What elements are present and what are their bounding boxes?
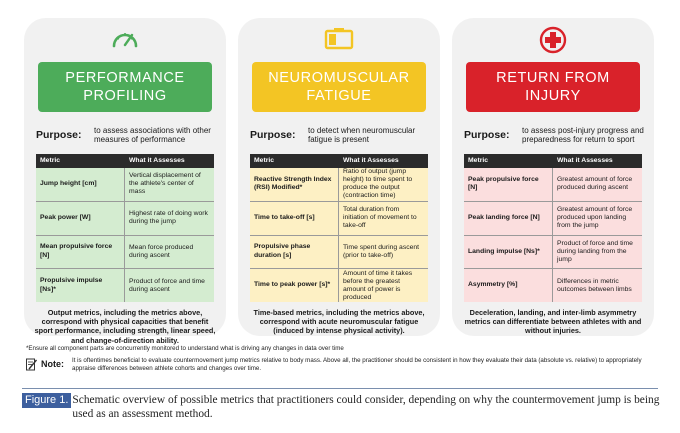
- footnote: *Ensure all component parts are concurre…: [26, 345, 344, 352]
- col-metric-header: Metric: [254, 157, 275, 164]
- assesses-cell: Total duration from initiation of moveme…: [343, 206, 417, 230]
- table-row: Asymmetry [%] Differences in metric outc…: [464, 269, 642, 302]
- table-row: Propulsive impulse [Ns]* Product of forc…: [36, 269, 214, 302]
- metric-cell: Time to take-off [s]: [250, 201, 339, 235]
- table-row: Propulsive phase duration [s] Time spent…: [250, 235, 428, 270]
- assesses-cell: Greatest amount of force produced during…: [557, 176, 633, 192]
- col-metric-header: Metric: [40, 157, 61, 164]
- medical-cross-icon: [452, 26, 654, 56]
- battery-low-icon: [238, 26, 440, 56]
- table-row: Reactive Strength Index (RSI) Modified* …: [250, 168, 428, 202]
- table-row: Jump height [cm] Vertical displacement o…: [36, 168, 214, 202]
- metric-cell: Peak power [W]: [36, 201, 125, 235]
- note: Note: It is oftentimes beneficial to eva…: [26, 357, 666, 374]
- table-row: Time to take-off [s] Total duration from…: [250, 201, 428, 236]
- metrics-table: Metric What it Assesses Peak propulsive …: [464, 154, 642, 302]
- metric-cell: Asymmetry [%]: [464, 269, 553, 302]
- metric-cell: Reactive Strength Index (RSI) Modified*: [250, 168, 339, 201]
- table-header: Metric What it Assesses: [36, 154, 214, 168]
- purpose-label: Purpose:: [250, 129, 296, 141]
- assesses-cell: Differences in metric outcomes between l…: [557, 277, 632, 293]
- purpose: Purpose: to detect when neuromuscular fa…: [250, 118, 432, 152]
- note-pencil-icon: [26, 358, 38, 371]
- assesses-cell: Product of force and time during landing…: [557, 239, 633, 263]
- caption-divider: [22, 388, 658, 389]
- assesses-cell: Amount of time it takes before the great…: [343, 269, 413, 301]
- metrics-table: Metric What it Assesses Reactive Strengt…: [250, 154, 428, 302]
- purpose-text: to detect when neuromuscular fatigue is …: [308, 125, 416, 145]
- purpose: Purpose: to assess associations with oth…: [36, 118, 218, 152]
- metrics-table: Metric What it Assesses Jump height [cm]…: [36, 154, 214, 302]
- table-row: Time to peak power [s]* Amount of time i…: [250, 269, 428, 302]
- table-header: Metric What it Assesses: [464, 154, 642, 168]
- purpose: Purpose: to assess post-injury progress …: [464, 118, 646, 152]
- purpose-label: Purpose:: [36, 129, 82, 141]
- metric-cell: Mean propulsive force [N]: [36, 235, 125, 269]
- metric-cell: Propulsive impulse [Ns]*: [36, 269, 125, 302]
- assesses-cell: Greatest amount of force produced upon l…: [557, 206, 633, 230]
- figure-caption: Figure 1. Schematic overview of possible…: [22, 393, 662, 421]
- note-text: It is oftentimes beneficial to evaluate …: [72, 357, 642, 373]
- assesses-cell: Vertical displacement of the athlete's c…: [129, 172, 201, 196]
- assesses-cell: Highest rate of doing work during the ju…: [129, 210, 208, 226]
- note-label: Note:: [41, 359, 64, 369]
- card-summary: Deceleration, landing, and inter-limb as…: [464, 308, 642, 336]
- table-row: Mean propulsive force [N] Mean force pro…: [36, 235, 214, 270]
- purpose-text: to assess post-injury progress and prepa…: [522, 125, 644, 145]
- table-row: Landing impulse [Ns]* Product of force a…: [464, 235, 642, 270]
- assesses-cell: Time spent during ascent (prior to take-…: [343, 243, 420, 259]
- card-summary: Output metrics, including the metrics ab…: [34, 308, 216, 345]
- metric-cell: Peak propulsive force [N]: [464, 168, 553, 201]
- metric-cell: Landing impulse [Ns]*: [464, 235, 553, 269]
- metric-cell: Peak landing force [N]: [464, 201, 553, 235]
- metric-cell: Propulsive phase duration [s]: [250, 235, 339, 269]
- figure-caption-text: Schematic overview of possible metrics t…: [72, 394, 660, 420]
- metric-cell: Time to peak power [s]*: [250, 269, 339, 302]
- assesses-cell: Product of force and time during ascent: [129, 277, 205, 293]
- table-header: Metric What it Assesses: [250, 154, 428, 168]
- table-row: Peak propulsive force [N] Greatest amoun…: [464, 168, 642, 202]
- assesses-cell: Mean force produced during ascent: [129, 243, 194, 259]
- purpose-label: Purpose:: [464, 129, 510, 141]
- figure-label: Figure 1.: [22, 393, 72, 408]
- table-row: Peak landing force [N] Greatest amount o…: [464, 201, 642, 236]
- col-metric-header: Metric: [468, 157, 489, 164]
- card-summary: Time-based metrics, including the metric…: [253, 308, 425, 336]
- col-assesses-header: What it Assesses: [343, 157, 399, 164]
- col-assesses-header: What it Assesses: [557, 157, 613, 164]
- assesses-cell: Ratio of output (jump height) to time sp…: [343, 168, 413, 200]
- col-assesses-header: What it Assesses: [129, 157, 185, 164]
- metric-cell: Jump height [cm]: [36, 168, 125, 201]
- purpose-text: to assess associations with other measur…: [94, 125, 211, 145]
- speedometer-icon: [24, 26, 226, 56]
- table-row: Peak power [W] Highest rate of doing wor…: [36, 201, 214, 236]
